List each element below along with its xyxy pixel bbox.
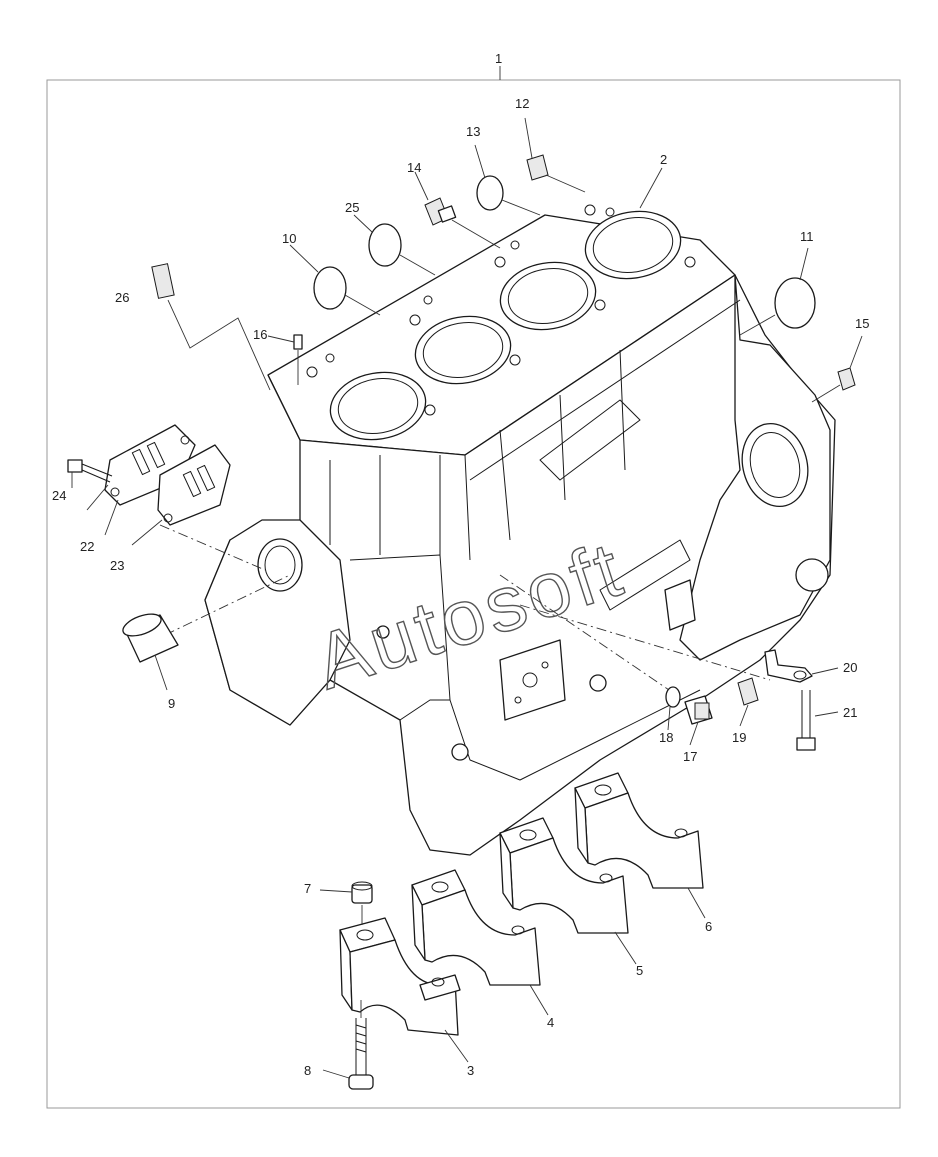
part-21-bolt	[796, 690, 816, 751]
part-6-main-bearing-cap	[574, 772, 704, 889]
callout-4: 4	[547, 1015, 554, 1030]
part-19-plug	[737, 677, 759, 706]
part-14-hex-plug	[424, 197, 501, 249]
diagram-frame	[46, 79, 901, 1109]
callout-26: 26	[115, 290, 129, 305]
callout-8: 8	[304, 1063, 311, 1078]
part-11-core-plug	[739, 277, 816, 336]
callout-9: 9	[168, 696, 175, 711]
callout-13: 13	[466, 124, 480, 139]
callout-10: 10	[282, 231, 296, 246]
callout-11: 11	[800, 229, 814, 244]
callout-16: 16	[253, 327, 267, 342]
callout-15: 15	[855, 316, 869, 331]
callout-18: 18	[659, 730, 673, 745]
cylinder-block	[204, 204, 836, 856]
part-9-cam-bushing	[122, 613, 179, 663]
callout-25: 25	[345, 200, 359, 215]
callout-7: 7	[304, 881, 311, 896]
part-25-core-plug	[368, 223, 436, 276]
callout-19: 19	[732, 730, 746, 745]
part-24-bolt	[67, 459, 113, 483]
part-23-gasket	[157, 444, 231, 526]
part-5-main-bearing-cap	[499, 817, 629, 934]
callout-23: 23	[110, 558, 124, 573]
part-26-sensor	[151, 263, 271, 391]
callout-3: 3	[467, 1063, 474, 1078]
part-15-plug	[811, 367, 856, 403]
callout-2: 2	[660, 152, 667, 167]
part-7-dowel-sleeve	[351, 881, 373, 925]
callout-22: 22	[80, 539, 94, 554]
callout-12: 12	[515, 96, 529, 111]
callout-1: 1	[495, 51, 502, 66]
part-8-cap-bolt	[348, 1000, 374, 1090]
part-4-main-bearing-cap	[411, 869, 541, 986]
part-3-main-bearing-cap	[339, 917, 461, 1036]
callout-17: 17	[683, 749, 697, 764]
part-12-plug	[526, 154, 586, 193]
part-20-bracket	[764, 649, 813, 683]
part-13-core-plug	[476, 175, 541, 216]
part-18-washer	[665, 686, 681, 708]
callout-20: 20	[843, 660, 857, 675]
callout-24: 24	[52, 488, 66, 503]
callout-21: 21	[843, 705, 857, 720]
callout-14: 14	[407, 160, 421, 175]
callout-6: 6	[705, 919, 712, 934]
callout-5: 5	[636, 963, 643, 978]
part-10-core-plug	[313, 266, 381, 316]
part-17-banjo-bolt	[684, 695, 713, 725]
